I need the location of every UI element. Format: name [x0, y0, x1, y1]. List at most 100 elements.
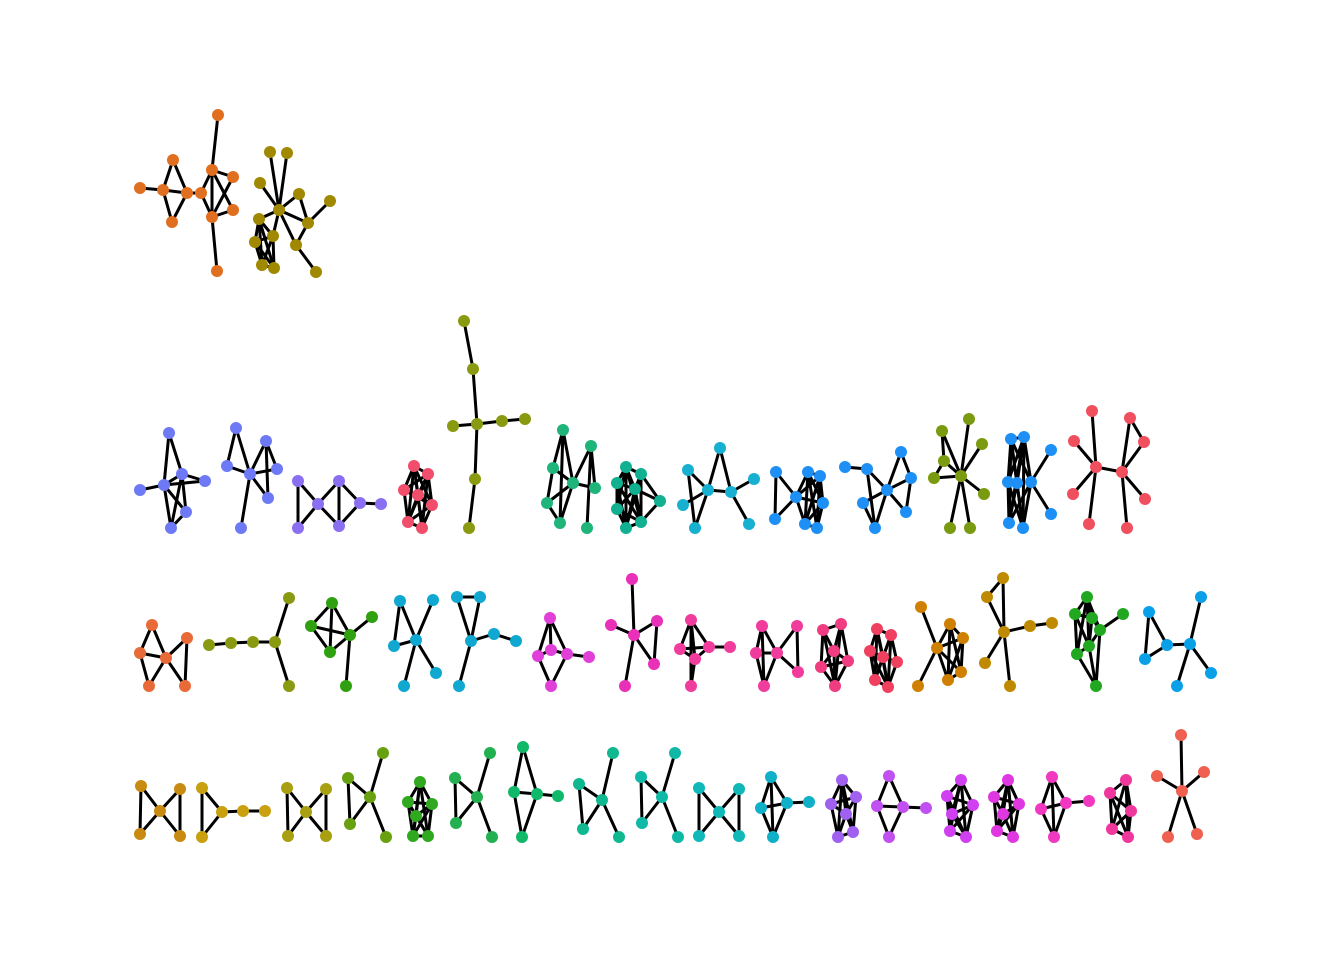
graph-node — [1005, 433, 1017, 445]
graph-node — [825, 798, 837, 810]
graph-edge — [706, 446, 722, 492]
graph-edge — [344, 633, 352, 688]
graph-node — [326, 597, 338, 609]
graph-39 — [635, 747, 684, 843]
graph-node — [1191, 828, 1203, 840]
graph-node — [955, 666, 967, 678]
graph-edge — [771, 801, 789, 839]
graph-edge — [1075, 595, 1089, 656]
graph-node — [905, 472, 917, 484]
graph-45 — [988, 774, 1025, 843]
graph-edge — [1147, 610, 1169, 647]
graph-node — [626, 573, 638, 585]
graph-node — [750, 647, 762, 659]
graph-node — [206, 164, 218, 176]
graph-node — [803, 796, 815, 808]
graph-edge — [1052, 801, 1068, 839]
graph-node — [377, 747, 389, 759]
graph-edge — [577, 782, 585, 831]
graph-edge — [959, 474, 972, 530]
graph-node — [1125, 805, 1137, 817]
graph-12 — [839, 446, 917, 534]
graph-node — [685, 614, 697, 626]
graph-node — [941, 790, 953, 802]
graph-node — [897, 801, 909, 813]
graph-edge — [414, 598, 435, 642]
graph-edge — [1001, 576, 1006, 634]
graph-24 — [750, 620, 804, 692]
graph-edge — [1120, 470, 1129, 530]
graph-node — [430, 667, 442, 679]
graph-node — [1094, 624, 1106, 636]
graph-14 — [1002, 431, 1057, 534]
graph-edge — [330, 601, 352, 637]
graph-edge — [1110, 778, 1128, 831]
graph-node — [447, 420, 459, 432]
graph-node — [254, 177, 266, 189]
graph-node — [960, 831, 972, 843]
graph-edge — [946, 622, 952, 682]
graph-node — [324, 195, 336, 207]
graph-node — [293, 188, 305, 200]
graph-node — [552, 790, 564, 802]
graph-node — [828, 645, 840, 657]
graph-edge — [210, 215, 219, 273]
graph-node — [1013, 798, 1025, 810]
graph-node — [143, 680, 155, 692]
graph-node — [333, 475, 345, 487]
graph-node — [689, 653, 701, 665]
graph-node — [869, 674, 881, 686]
graph-node — [394, 595, 406, 607]
graph-node — [1176, 785, 1188, 797]
graph-edge — [940, 429, 963, 478]
graph-node — [1090, 461, 1102, 473]
graph-25 — [815, 618, 854, 692]
graph-node — [408, 460, 420, 472]
graph-node — [235, 522, 247, 534]
graph-20 — [451, 591, 522, 692]
graph-node — [589, 482, 601, 494]
graph-node — [380, 831, 392, 843]
graph-7 — [447, 315, 531, 534]
graph-edge — [623, 633, 636, 688]
graph-node — [344, 818, 356, 830]
graph-edge — [277, 151, 289, 212]
graph-node — [635, 468, 647, 480]
graph-node — [1083, 795, 1095, 807]
graph-node — [1067, 488, 1079, 500]
graph-edge — [512, 745, 525, 794]
graph-node — [282, 830, 294, 842]
graph-node — [963, 413, 975, 425]
graph-edge — [475, 795, 494, 839]
graph-node — [260, 435, 272, 447]
graph-node — [268, 262, 280, 274]
graph-node — [1139, 653, 1151, 665]
graph-node — [1086, 405, 1098, 417]
graph-node — [651, 615, 663, 627]
graph-node — [290, 239, 302, 251]
graph-node — [769, 513, 781, 525]
graph-node — [792, 666, 804, 678]
graph-edge — [210, 175, 235, 219]
graph-node — [1024, 620, 1036, 632]
graph-edge — [571, 444, 593, 485]
graph-node — [733, 783, 745, 795]
graph-node — [333, 520, 345, 532]
graph-17 — [203, 592, 295, 692]
graph-node — [398, 680, 410, 692]
graph-node — [414, 776, 426, 788]
graph-node — [273, 204, 285, 216]
graph-node — [938, 455, 950, 467]
graph-node — [596, 794, 608, 806]
graph-node — [915, 601, 927, 613]
graph-edge — [210, 113, 220, 172]
graph-node — [1025, 476, 1037, 488]
graph-node — [1120, 774, 1132, 786]
graph-36 — [449, 747, 498, 843]
graph-node — [944, 618, 956, 630]
graph-node — [471, 791, 483, 803]
graph-node — [176, 468, 188, 480]
graph-48 — [1151, 729, 1210, 843]
graph-42 — [825, 774, 862, 843]
graph-node — [545, 644, 557, 656]
